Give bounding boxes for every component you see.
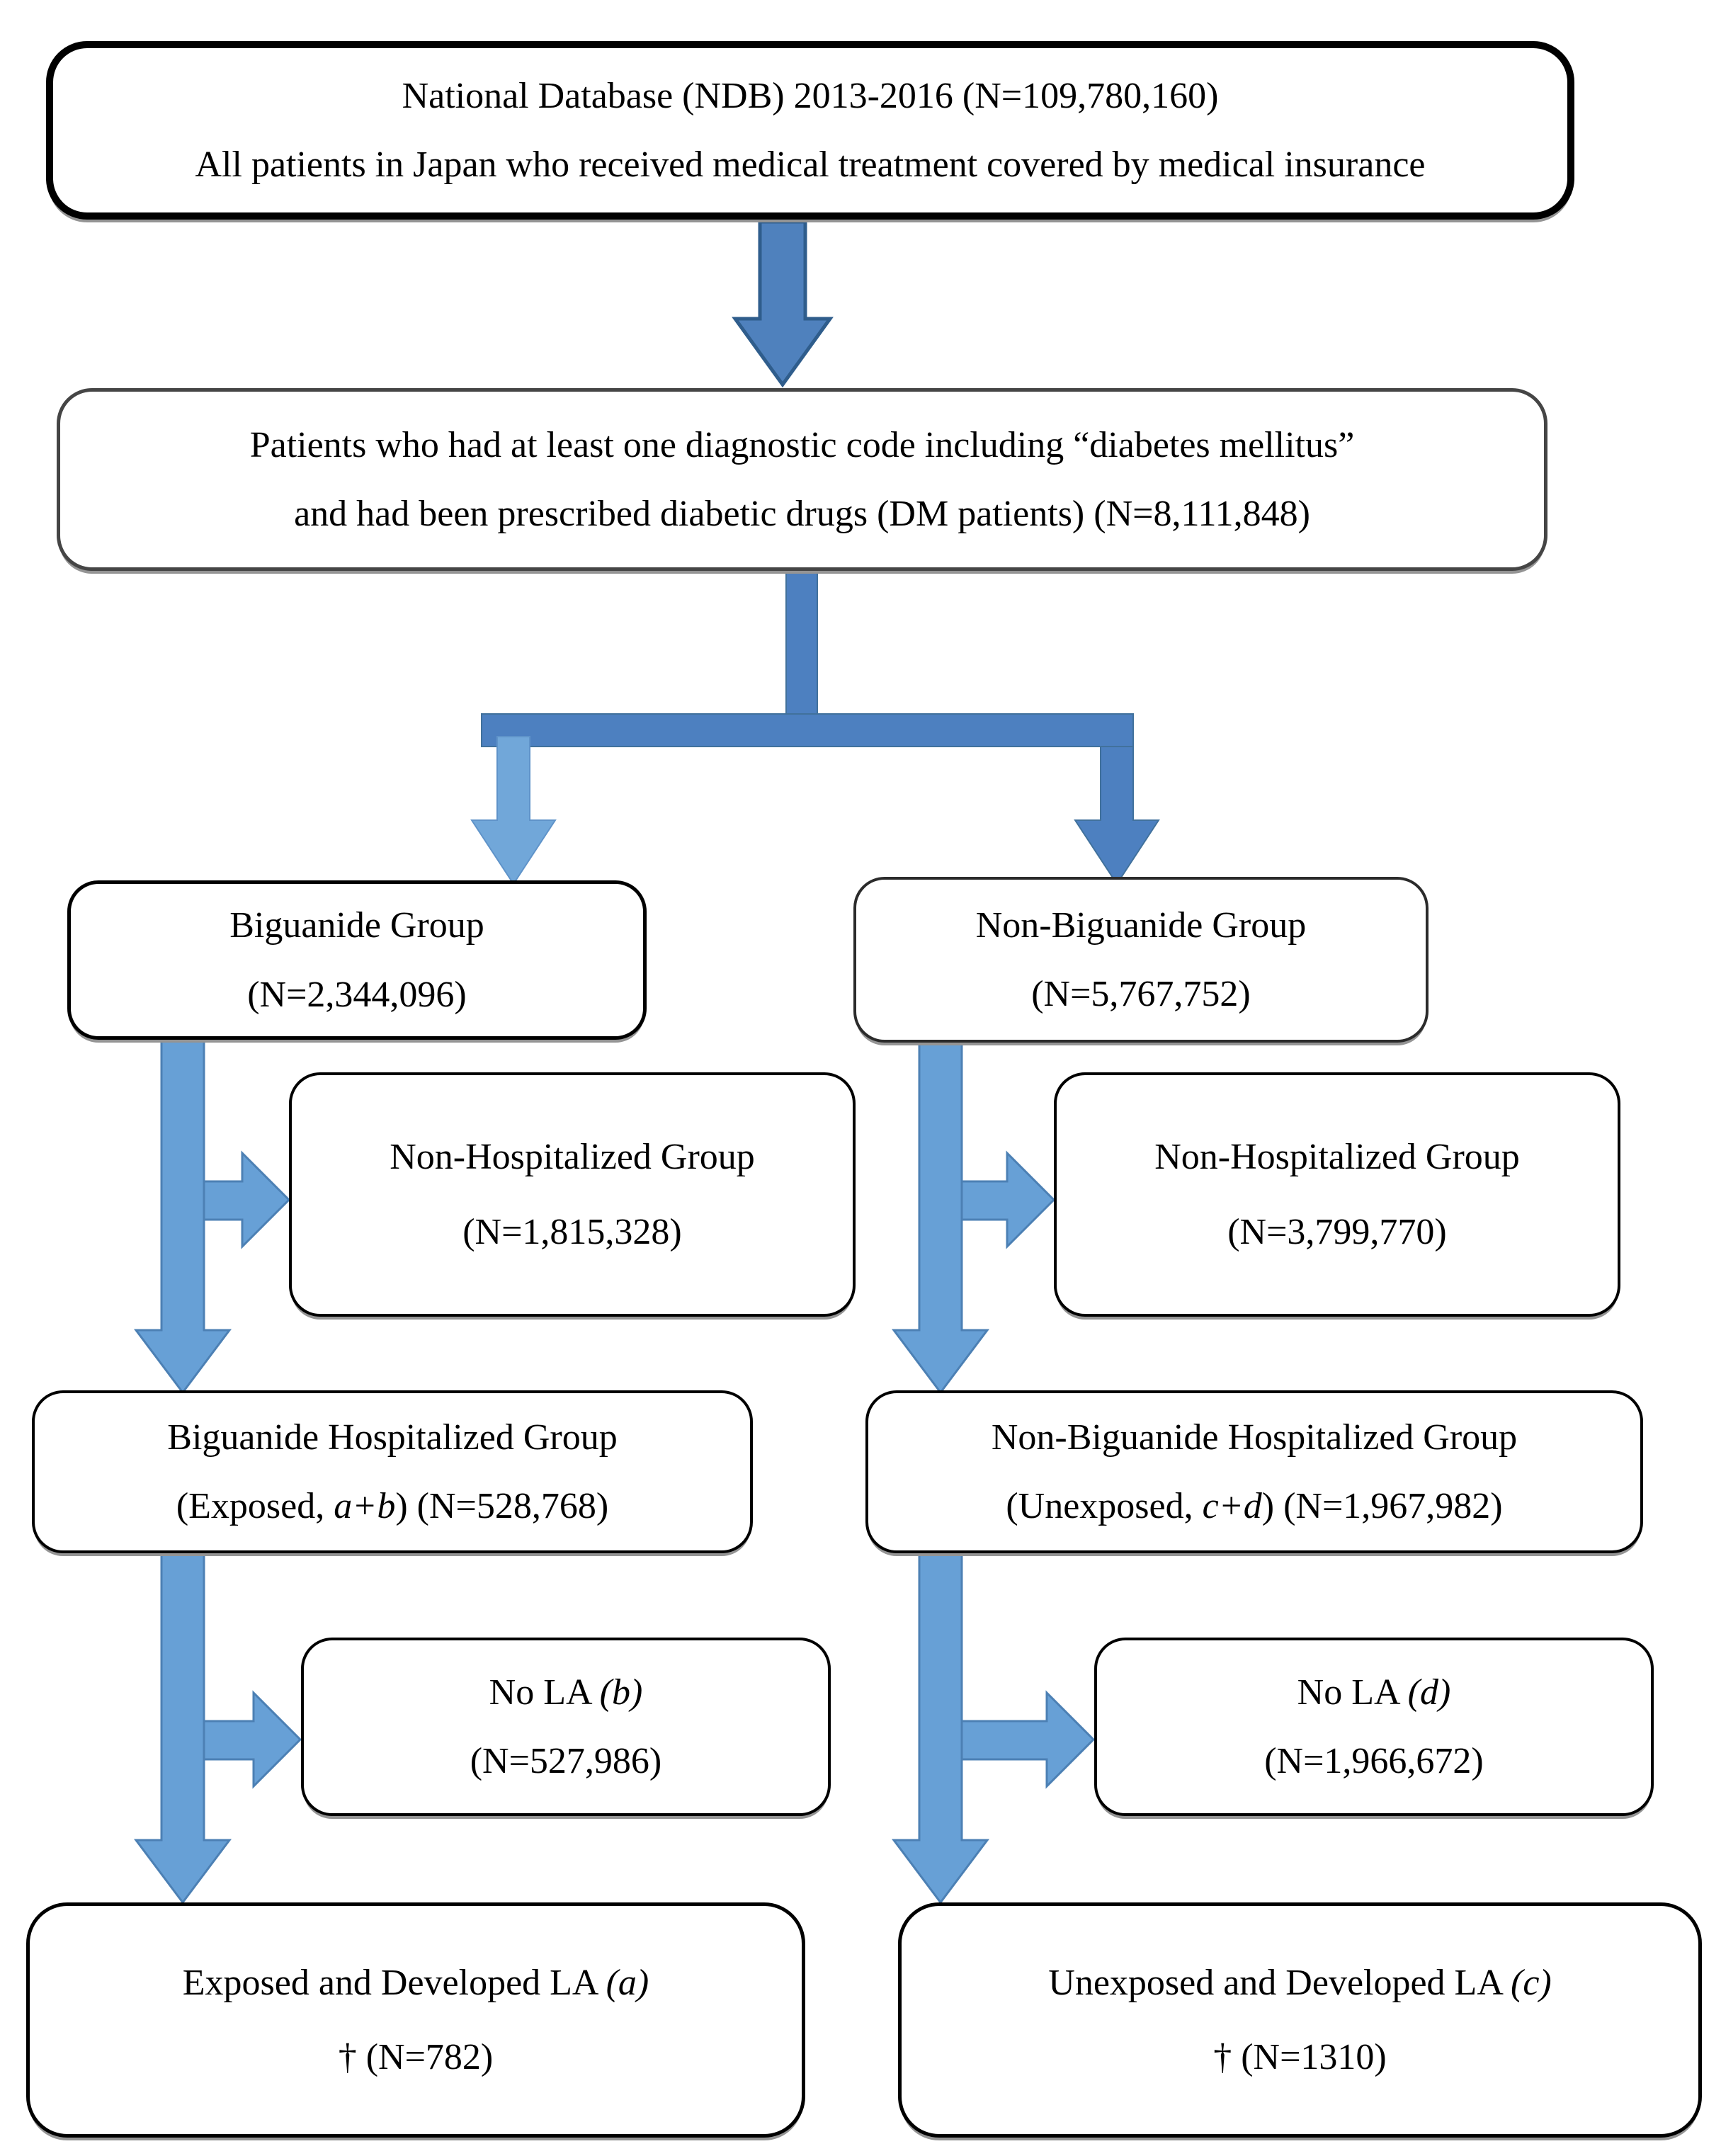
box-text-line: Patients who had at least one diagnostic… [249, 424, 1355, 465]
text-segment: No LA [489, 1672, 600, 1713]
arrow-ndb-to-dm [732, 220, 834, 388]
text-segment-italic: c+d [1202, 1486, 1262, 1526]
arrow-non-biguanide-to-hospitalized [892, 1041, 989, 1395]
box-text-line: (N=1,815,328) [462, 1211, 682, 1252]
box-text-line: Unexposed and Developed LA (c) [1048, 1961, 1551, 2004]
box-no-la-b: No LA (b) (N=527,986) [301, 1638, 831, 1816]
arrow-branch-non-hospitalized-left [203, 1150, 291, 1249]
text-segment: No LA [1297, 1672, 1408, 1713]
text-segment-italic: (b) [599, 1672, 643, 1713]
text-segment: (Unexposed, [1006, 1486, 1203, 1526]
arrow-non-big-hosp-to-unexposed-la [892, 1552, 989, 1905]
box-text-line: † (N=782) [338, 2037, 494, 2077]
box-text-line: and had been prescribed diabetic drugs (… [294, 494, 1310, 534]
connector-arm-non-biguanide [1074, 746, 1160, 885]
box-text-line: No LA (b) [489, 1671, 643, 1714]
box-dm-patients: Patients who had at least one diagnostic… [57, 388, 1547, 571]
connector-bar [481, 713, 1134, 747]
box-non-biguanide-group: Non-Biguanide Group (N=5,767,752) [853, 877, 1429, 1043]
box-text-line: (N=3,799,770) [1227, 1211, 1447, 1252]
box-non-biguanide-hospitalized: Non-Biguanide Hospitalized Group (Unexpo… [865, 1390, 1643, 1553]
box-text-line: (N=527,986) [470, 1741, 662, 1781]
box-non-hospitalized-right: Non-Hospitalized Group (N=3,799,770) [1054, 1072, 1620, 1317]
text-segment: ) (N=1,967,982) [1261, 1486, 1503, 1526]
text-segment-italic: a+b [334, 1486, 396, 1526]
box-text-line: (Unexposed, c+d) (N=1,967,982) [1006, 1485, 1502, 1528]
box-text-line: † (N=1310) [1213, 2037, 1387, 2077]
box-text-line: Non-Hospitalized Group [390, 1137, 755, 1178]
box-unexposed-developed-la: Unexposed and Developed LA (c) † (N=1310… [898, 1902, 1702, 2138]
arrow-branch-no-la-b [203, 1690, 302, 1789]
arrow-branch-no-la-d [960, 1690, 1096, 1789]
text-segment-italic: (a) [606, 1962, 649, 2003]
box-text-line: (N=5,767,752) [1031, 974, 1251, 1014]
box-text-line: Non-Hospitalized Group [1154, 1137, 1520, 1178]
box-non-hospitalized-left: Non-Hospitalized Group (N=1,815,328) [289, 1072, 856, 1317]
text-segment: (Exposed, [176, 1486, 334, 1526]
box-text-line: Exposed and Developed LA (a) [183, 1961, 649, 2004]
box-text-line: All patients in Japan who received medic… [195, 144, 1426, 185]
arrow-biguanide-to-hospitalized [134, 1038, 232, 1395]
text-segment: Unexposed and Developed LA [1048, 1962, 1511, 2003]
box-no-la-d: No LA (d) (N=1,966,672) [1094, 1638, 1654, 1816]
box-text-line: Biguanide Group [229, 905, 484, 946]
text-segment: ) (N=528,768) [395, 1486, 609, 1526]
box-text-line: Biguanide Hospitalized Group [167, 1417, 618, 1458]
box-text-line: (N=1,966,672) [1264, 1741, 1484, 1781]
box-text-line: Non-Biguanide Hospitalized Group [991, 1417, 1518, 1458]
arrow-branch-non-hospitalized-right [960, 1150, 1056, 1249]
arrow-hospitalized-to-exposed-la [134, 1552, 232, 1905]
connector-stem [785, 570, 818, 717]
box-exposed-developed-la: Exposed and Developed LA (a) † (N=782) [26, 1902, 805, 2138]
connector-arm-biguanide [470, 736, 557, 885]
box-text-line: Non-Biguanide Group [975, 904, 1307, 946]
box-text-line: National Database (NDB) 2013-2016 (N=109… [402, 75, 1219, 116]
box-national-database: National Database (NDB) 2013-2016 (N=109… [46, 41, 1574, 220]
text-segment: Exposed and Developed LA [182, 1962, 606, 2003]
box-text-line: (Exposed, a+b) (N=528,768) [176, 1485, 608, 1528]
box-text-line: No LA (d) [1297, 1671, 1451, 1714]
box-biguanide-group: Biguanide Group (N=2,344,096) [67, 880, 647, 1040]
box-text-line: (N=2,344,096) [247, 974, 467, 1015]
text-segment-italic: (d) [1407, 1672, 1451, 1713]
box-biguanide-hospitalized: Biguanide Hospitalized Group (Exposed, a… [32, 1390, 753, 1553]
text-segment-italic: (c) [1511, 1962, 1552, 2003]
